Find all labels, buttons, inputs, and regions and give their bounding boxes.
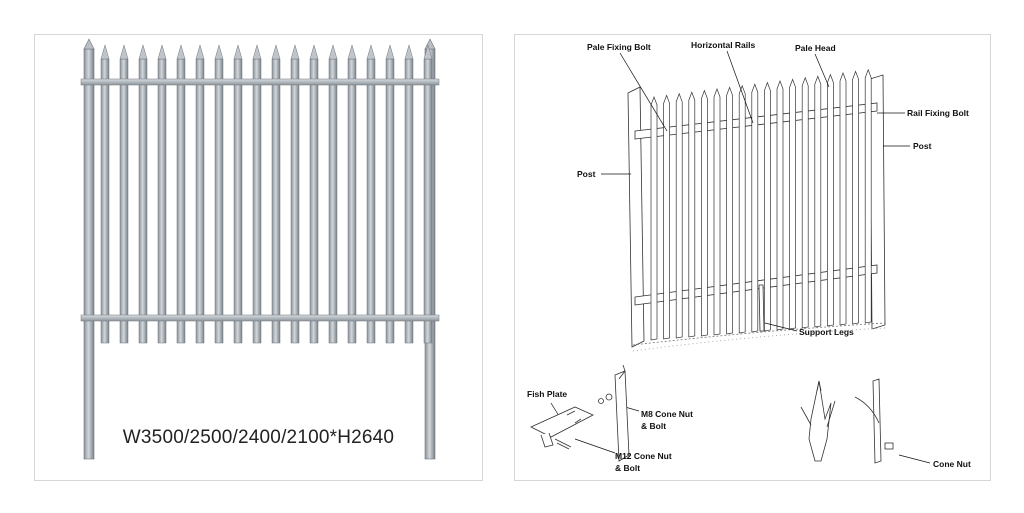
fence-pale	[195, 58, 205, 344]
diagram-pale	[650, 96, 658, 341]
fence-post-left	[83, 48, 95, 460]
fence-pale	[100, 58, 110, 344]
diagram-pale	[701, 89, 708, 337]
label-pale-head: Pale Head	[795, 43, 836, 53]
fence-pale	[328, 58, 338, 344]
ground-line	[632, 322, 886, 346]
label-m8-cone-nut-line1: M8 Cone Nut	[641, 409, 693, 419]
fence-diagram-panel: Pale Fixing Bolt Horizontal Rails Pale H…	[514, 34, 991, 481]
fence-pale-head	[347, 44, 357, 60]
diagram-pale	[726, 86, 733, 335]
fence-pale	[290, 58, 300, 344]
fence-pale	[404, 58, 414, 344]
fence-pale	[385, 58, 395, 344]
diagram-pale	[675, 92, 683, 339]
fence-pale	[176, 58, 186, 344]
diagram-pale	[864, 68, 872, 324]
diagram-pale	[751, 83, 759, 333]
diagram-pale	[827, 73, 834, 327]
fence-pale-head	[271, 44, 281, 60]
fence-pale-head	[119, 44, 129, 60]
fence-pale	[309, 58, 319, 344]
fence-pale-head	[366, 44, 376, 60]
label-fish-plate: Fish Plate	[527, 389, 568, 399]
label-post-right: Post	[913, 141, 932, 151]
diagram-pale	[776, 80, 784, 331]
fence-rail-bottom	[80, 314, 440, 322]
fence-pale	[233, 58, 243, 344]
palisade-fence-illustration	[80, 38, 440, 460]
label-post-left: Post	[577, 169, 596, 179]
left-post-shape	[627, 86, 645, 348]
fence-post-right-cap	[424, 38, 436, 50]
fence-pale-head	[328, 44, 338, 60]
diagram-pales	[650, 68, 872, 341]
diagram-pale	[789, 78, 796, 330]
fence-pale-head	[100, 44, 110, 60]
fence-pale-head	[214, 44, 224, 60]
fence-rail-top	[80, 78, 440, 86]
diagram-pale	[713, 88, 721, 336]
fence-pale-head	[157, 44, 167, 60]
fence-pale-head	[423, 44, 433, 60]
label-m12-cone-nut-line1: M12 Cone Nut	[615, 451, 672, 461]
fence-pale	[214, 58, 224, 344]
label-support-legs: Support Legs	[799, 327, 854, 337]
label-cone-nut: Cone Nut	[933, 459, 971, 469]
fence-line-diagram	[530, 50, 931, 464]
diagram-pale	[688, 91, 696, 338]
label-m8-cone-nut-line2: & Bolt	[641, 421, 667, 431]
fence-pale-head	[290, 44, 300, 60]
label-rail-fixing-bolt: Rail Fixing Bolt	[907, 108, 969, 118]
fence-pale	[366, 58, 376, 344]
fence-pale	[423, 58, 433, 344]
leader-lines	[550, 50, 931, 464]
fence-pale	[271, 58, 281, 344]
fence-pale	[157, 58, 167, 344]
fence-dimensions-text: W3500/2500/2400/2100*H2640	[122, 427, 395, 448]
fence-product-panel: W3500/2500/2400/2100*H2640	[34, 34, 483, 481]
fence-pale-head	[195, 44, 205, 60]
fence-pale-head	[233, 44, 243, 60]
fence-pale-head	[138, 44, 148, 60]
diagram-pale	[764, 81, 771, 332]
fence-post-left-cap	[83, 38, 95, 50]
fence-pale-head	[404, 44, 414, 60]
diagram-pale	[738, 84, 746, 334]
ground-line-2	[632, 327, 886, 352]
fence-pale-head	[309, 44, 319, 60]
fence-pale	[138, 58, 148, 344]
diagram-pale	[814, 75, 822, 328]
fence-pale	[119, 58, 129, 344]
diagram-pale	[839, 72, 847, 326]
diagram-pale	[801, 76, 809, 329]
label-pale-fixing-bolt: Pale Fixing Bolt	[587, 42, 651, 52]
fence-pale	[252, 58, 262, 344]
support-leg-shape	[758, 284, 765, 332]
label-horizontal-rails: Horizontal Rails	[691, 40, 756, 50]
fence-pales	[100, 44, 433, 344]
diagram-pale	[663, 94, 670, 340]
label-m12-cone-nut-line2: & Bolt	[615, 463, 641, 473]
pale-head-detail	[800, 378, 894, 464]
diagram-pale	[852, 70, 859, 325]
fence-pale	[347, 58, 357, 344]
fence-rails	[80, 78, 440, 322]
fence-pale-head	[252, 44, 262, 60]
fence-pale-head	[176, 44, 186, 60]
fence-pale-head	[385, 44, 395, 60]
fish-plate-detail	[530, 364, 630, 462]
